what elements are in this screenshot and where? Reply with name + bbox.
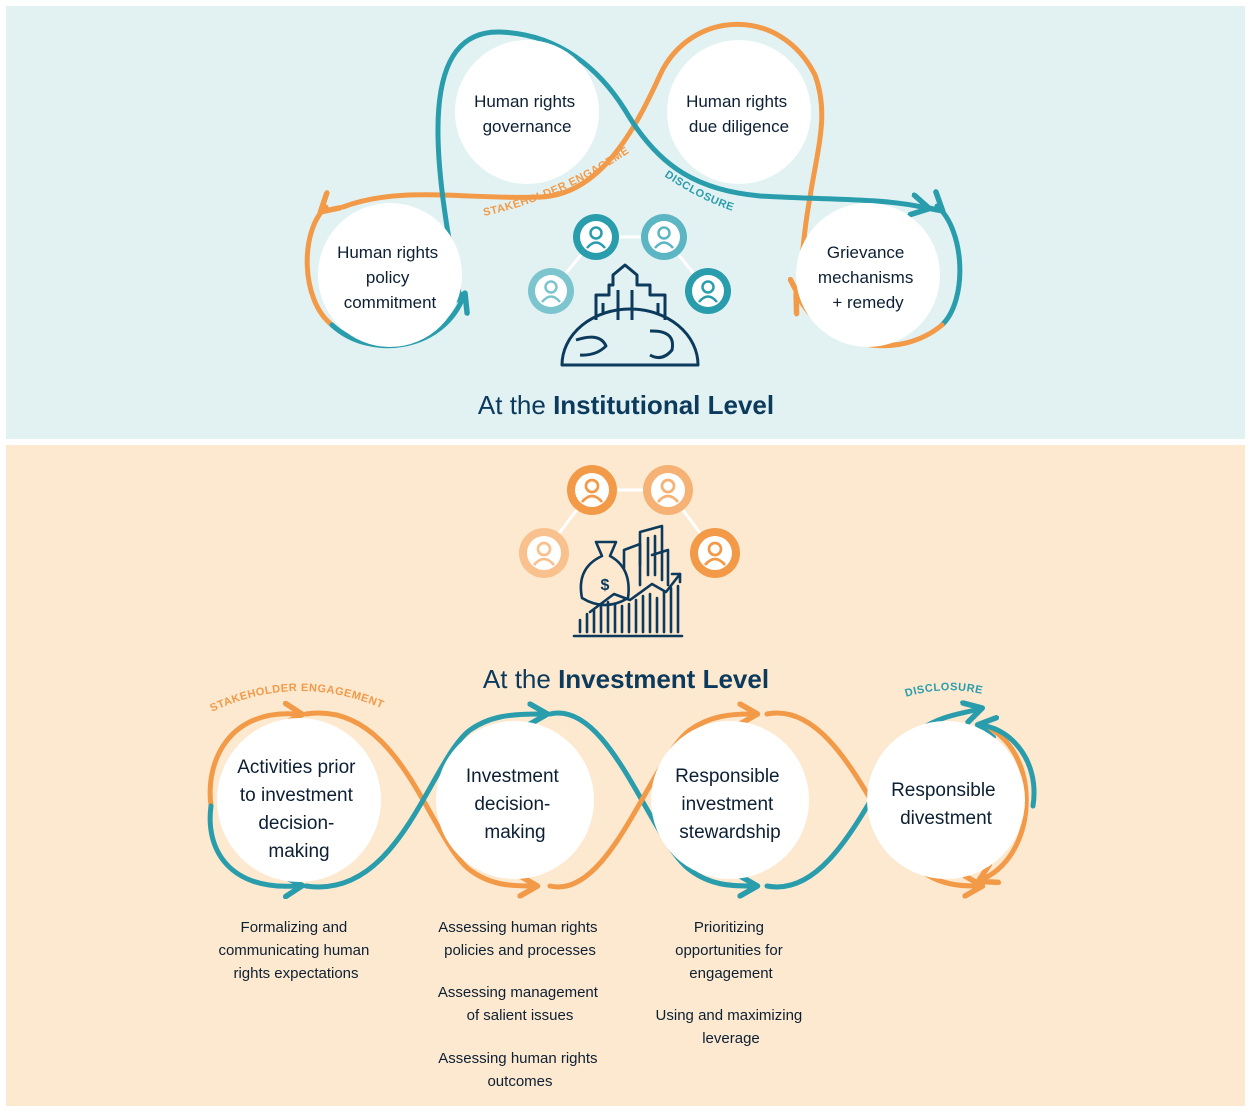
stage-decision-node <box>436 721 594 879</box>
caption-stage3-b: Using and maximizing leverage <box>656 1007 807 1047</box>
caption-stage2-c: Assessing human rights outcomes <box>438 1050 601 1090</box>
caption-stage3-a: Prioritizing opportunities for engagemen… <box>675 919 787 982</box>
due-diligence-label: Human rights due diligence <box>686 92 792 136</box>
investment-stages <box>217 718 1025 882</box>
policy-node <box>318 203 462 347</box>
stage-prior-label: Activities prior to investment decision-… <box>237 757 361 862</box>
stage-divestment-label: Responsible divestment <box>891 780 1001 829</box>
stage-decision-label: Investment decision- making <box>466 766 564 843</box>
svg-text:$: $ <box>601 577 610 594</box>
institutional-title: At the Institutional Level <box>478 390 774 420</box>
person-icon <box>643 465 693 515</box>
investment-money-icon: $ <box>572 524 684 638</box>
governance-node <box>455 40 599 184</box>
caption-stage2-a: Assessing human rights policies and proc… <box>438 919 601 959</box>
person-icon <box>685 268 731 314</box>
due-diligence-node <box>667 40 811 184</box>
caption-stage2-b: Assessing management of salient issues <box>438 984 602 1024</box>
grievance-label: Grievance mechanisms + remedy <box>818 243 918 312</box>
stage-stewardship-label: Responsible investment stewardship <box>675 766 785 843</box>
governance-label: Human rights governance <box>474 92 580 136</box>
person-icon <box>641 214 687 260</box>
institutional-nodes <box>318 40 940 347</box>
stakeholder-engagement-label: STAKEHOLDER ENGAGEMENT <box>208 682 385 715</box>
person-icon <box>573 214 619 260</box>
person-icon <box>567 465 617 515</box>
institutional-panel <box>6 6 1245 439</box>
disclosure-label: DISCLOSURE <box>904 681 984 700</box>
stage-stewardship-node <box>651 721 809 879</box>
person-icon <box>690 528 740 578</box>
policy-label: Human rights policy commitment <box>337 243 443 312</box>
caption-stage1: Formalizing and communicating human righ… <box>218 919 373 982</box>
stage-prior-node <box>217 718 381 882</box>
grievance-node <box>796 203 940 347</box>
investment-title: At the Investment Level <box>483 664 769 694</box>
stage-divestment-node <box>867 721 1025 879</box>
person-icon <box>519 528 569 578</box>
institution-globe-icon <box>560 263 700 367</box>
person-icon <box>528 268 574 314</box>
